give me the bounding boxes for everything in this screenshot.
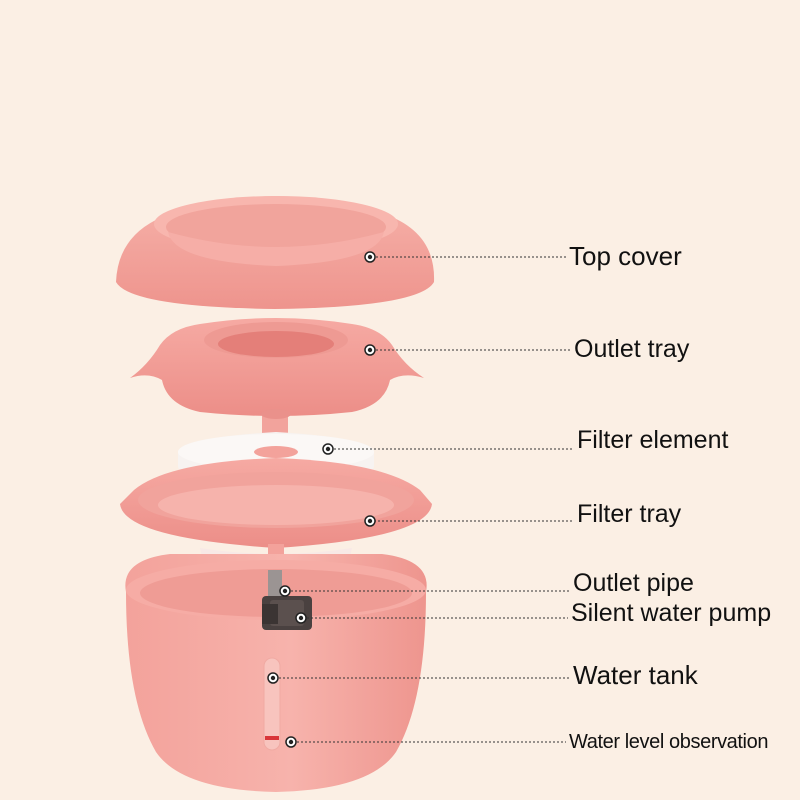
outlet-tray-part xyxy=(130,318,424,416)
label-filter-element: Filter element xyxy=(577,426,729,454)
label-silent-water-pump: Silent water pump xyxy=(571,599,772,627)
label-top-cover: Top cover xyxy=(569,241,682,271)
water-tank-part xyxy=(125,554,427,792)
label-filter-tray: Filter tray xyxy=(577,500,682,528)
marker-dots xyxy=(267,251,376,748)
filter-tray-part xyxy=(120,458,432,584)
label-water-level-observation: Water level observation xyxy=(569,731,769,753)
leader-lines xyxy=(275,256,574,743)
label-water-tank: Water tank xyxy=(573,660,698,690)
label-outlet-pipe: Outlet pipe xyxy=(573,569,694,597)
top-cover-part xyxy=(116,196,435,309)
label-outlet-tray: Outlet tray xyxy=(574,335,690,363)
